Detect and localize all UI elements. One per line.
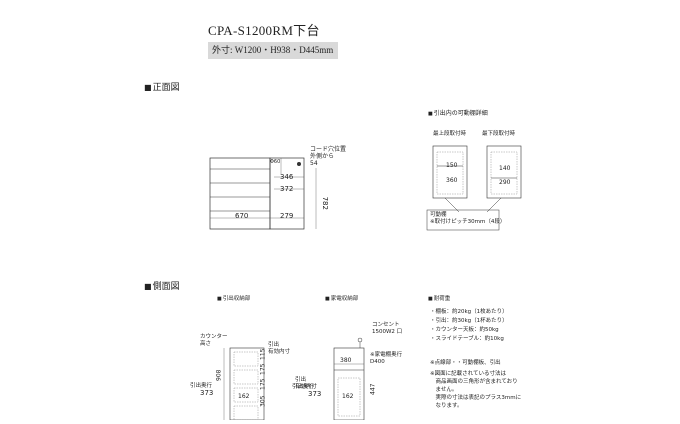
- note-dotted: ※点線部・・可動棚板、引出: [430, 360, 501, 366]
- product-title: CPA-S1200RM下台: [208, 23, 320, 38]
- cord-hole-note: コード穴位置 外側から: [310, 146, 347, 160]
- drawer-detail-drawing: [425, 138, 545, 233]
- hole-diameter: Φ60: [270, 159, 281, 165]
- side-right-drawing: [322, 330, 372, 421]
- note-line-2: 商品画面の三角形が含まれており: [430, 379, 518, 385]
- counter-height-label: カウンター 高さ: [200, 334, 228, 347]
- top-position-label: 最上段取付時: [433, 131, 467, 137]
- front-view-drawing: [200, 140, 350, 240]
- shelf-depth-value: 380: [340, 357, 352, 364]
- height-305: 305: [259, 395, 267, 407]
- drawer-b-dim-2: 290: [499, 179, 511, 186]
- movable-shelf-title: 可動棚: [430, 212, 447, 218]
- spec-line-2: ・引出：約30kg（1杯あたり）: [430, 318, 508, 324]
- outlet-label: コンセント 1500W2 口: [372, 322, 403, 335]
- drawer-b-dim-1: 140: [499, 165, 511, 172]
- outer-dimensions: 外寸: W1200・H938・D445mm: [208, 42, 338, 59]
- bottom-position-label: 最下段取付時: [482, 131, 516, 137]
- note-line-5: なります。: [430, 403, 463, 409]
- note-line-3: ません。: [430, 387, 458, 393]
- spec-line-3: ・カウンター天板：約50kg: [430, 327, 499, 333]
- front-view-heading: 正面図: [144, 80, 180, 93]
- side-view-heading: 側面図: [144, 279, 180, 292]
- appliance-shelf-depth: ※家電棚奥行 D400: [370, 352, 403, 365]
- appliance-storage-title: 家電収納部: [325, 296, 359, 303]
- drawer-detail-heading: 引出内の可動棚詳細: [428, 110, 488, 118]
- height-447: 447: [369, 383, 377, 395]
- drawer-depth-b-label: 引出奥行: [292, 384, 315, 390]
- inner-depth-b-label: 引出 有効内寸: [295, 377, 318, 390]
- drawer-storage-title: 引出収納部: [217, 296, 251, 303]
- height-175-b: 175: [259, 378, 267, 390]
- inner-depth-a-label: 引出 有効内寸: [268, 342, 291, 355]
- drawer-depth-a-label: 引出奥行: [190, 383, 213, 389]
- dim-279: 279: [280, 212, 294, 220]
- spec-line-4: ・スライドテーブル：約10kg: [430, 336, 504, 342]
- inner-small-a: 162: [238, 393, 250, 400]
- spec-line-1: ・棚板：約20kg（1枚あたり）: [430, 309, 508, 315]
- dim-782: 782: [320, 196, 329, 210]
- dim-670: 670: [235, 212, 249, 220]
- dim-372: 372: [280, 185, 294, 193]
- movable-shelf-note: ※取付けピッチ30mm（4段）: [430, 219, 506, 225]
- height-908: 908: [215, 369, 223, 381]
- drawer-a-dim-1: 150: [446, 162, 458, 169]
- cord-offset: 54: [310, 160, 318, 167]
- dim-346: 346: [280, 173, 294, 181]
- note-line-4: 実際の寸法は表記のプラス3mmに: [430, 395, 522, 401]
- drawer-a-dim-2: 360: [446, 177, 458, 184]
- height-115: 115: [259, 348, 267, 360]
- drawer-depth-a-value: 373: [200, 389, 214, 397]
- inner-small-b: 162: [342, 393, 354, 400]
- height-175-a: 175: [259, 363, 267, 375]
- load-capacity-heading: 耐荷重: [428, 296, 451, 303]
- note-line-1: ※図面に記載されている寸法は: [430, 371, 506, 377]
- drawer-depth-b-value: 373: [308, 390, 322, 398]
